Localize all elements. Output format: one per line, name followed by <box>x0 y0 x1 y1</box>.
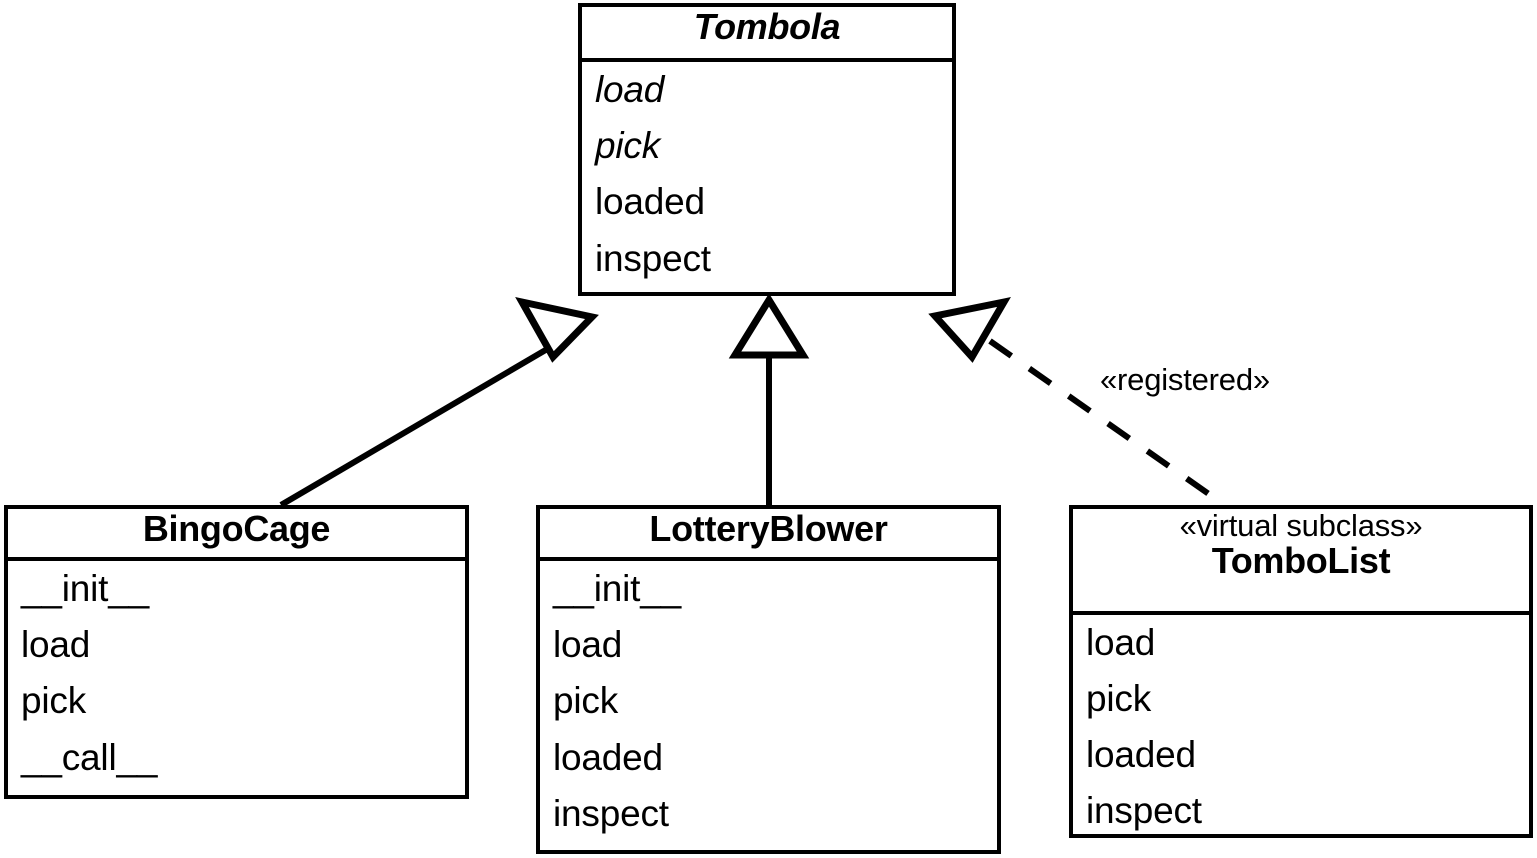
class-member: load <box>595 69 665 110</box>
class-member: __call__ <box>21 736 158 778</box>
class-stereotype-tombolist: «virtual subclass» <box>1179 508 1423 543</box>
class-member: load <box>553 624 623 666</box>
class-member: __init__ <box>553 568 682 609</box>
class-members-bingocage: __init__ load pick __call__ <box>8 561 465 795</box>
class-header-tombolist: «virtual subclass» TomboList <box>1073 509 1529 615</box>
class-member: inspect <box>1086 790 1202 832</box>
class-member: pick <box>553 680 618 722</box>
edge-lotteryblower-inherits-tombola <box>728 293 810 506</box>
class-members-tombola: load pick loaded inspect <box>582 62 952 292</box>
class-member: loaded <box>553 736 663 778</box>
class-member: pick <box>21 680 86 722</box>
class-members-tombolist: load pick loaded inspect <box>1073 615 1529 834</box>
class-header-lotteryblower: LotteryBlower <box>540 509 997 561</box>
edge-bingocage-inherits-tombola <box>279 296 599 508</box>
class-member: inspect <box>595 237 711 279</box>
class-box-tombola[interactable]: Tombola load pick loaded inspect <box>578 3 956 296</box>
class-member: load <box>21 624 91 666</box>
edge-tombolist-registered-tombola <box>928 297 1228 509</box>
class-name-lotteryblower: LotteryBlower <box>649 508 888 549</box>
class-member: pick <box>595 125 660 167</box>
class-header-bingocage: BingoCage <box>8 509 465 561</box>
class-member: inspect <box>553 792 669 834</box>
class-box-tombolist[interactable]: «virtual subclass» TomboList load pick l… <box>1069 505 1533 838</box>
class-member: pick <box>1086 677 1151 719</box>
edge-label-registered: «registered» <box>1100 362 1270 397</box>
class-name-tombola: Tombola <box>693 6 841 47</box>
class-member: loaded <box>1086 734 1196 776</box>
class-members-lotteryblower: __init__ load pick loaded inspect <box>540 561 997 850</box>
class-member: loaded <box>595 181 705 223</box>
class-name-bingocage: BingoCage <box>142 508 331 549</box>
class-name-tombolist: TomboList <box>1211 540 1391 582</box>
class-header-tombola: Tombola <box>582 7 952 62</box>
class-box-lotteryblower[interactable]: LotteryBlower __init__ load pick loaded … <box>536 505 1001 854</box>
class-box-bingocage[interactable]: BingoCage __init__ load pick __call__ <box>4 505 469 799</box>
class-member: __init__ <box>21 568 150 609</box>
class-member: load <box>1086 621 1156 663</box>
